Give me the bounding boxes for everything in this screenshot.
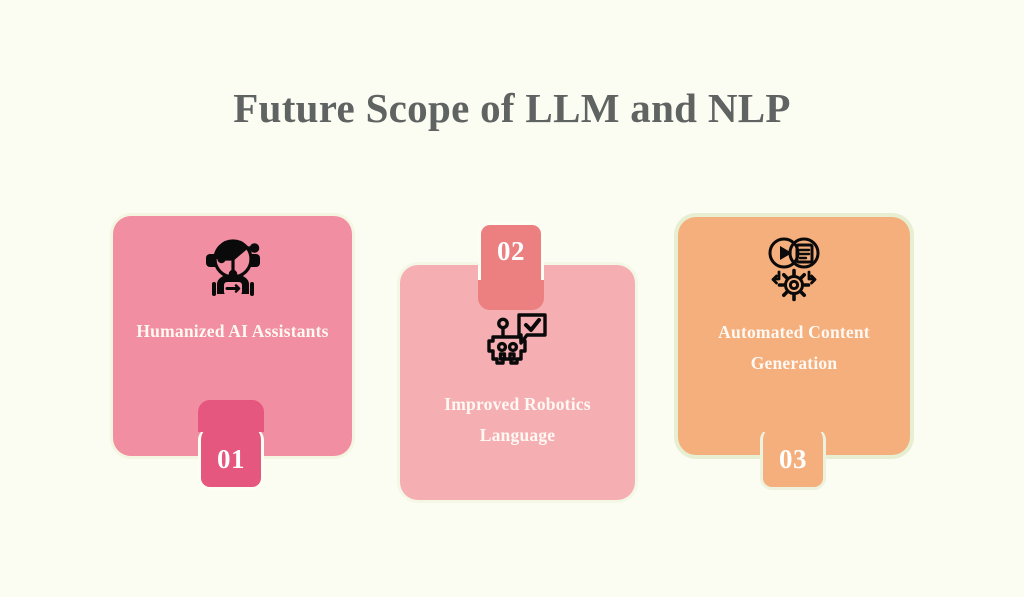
card-label: Humanized AI Assistants <box>136 321 329 341</box>
robot-speech-check-icon <box>481 301 555 375</box>
card-label: Improved Robotics Language <box>444 394 591 445</box>
card-automated-content-generation[interactable]: Automated Content Generation <box>678 217 910 455</box>
media-document-gear-icon <box>757 233 831 307</box>
page-title: Future Scope of LLM and NLP <box>233 85 791 131</box>
ai-assistant-head-icon <box>196 232 270 306</box>
card-number-badge-03: 03 <box>760 400 826 490</box>
card-label: Automated Content Generation <box>718 322 870 373</box>
card-number-badge-01: 01 <box>198 400 264 490</box>
card-number-badge-02: 02 <box>478 222 544 310</box>
